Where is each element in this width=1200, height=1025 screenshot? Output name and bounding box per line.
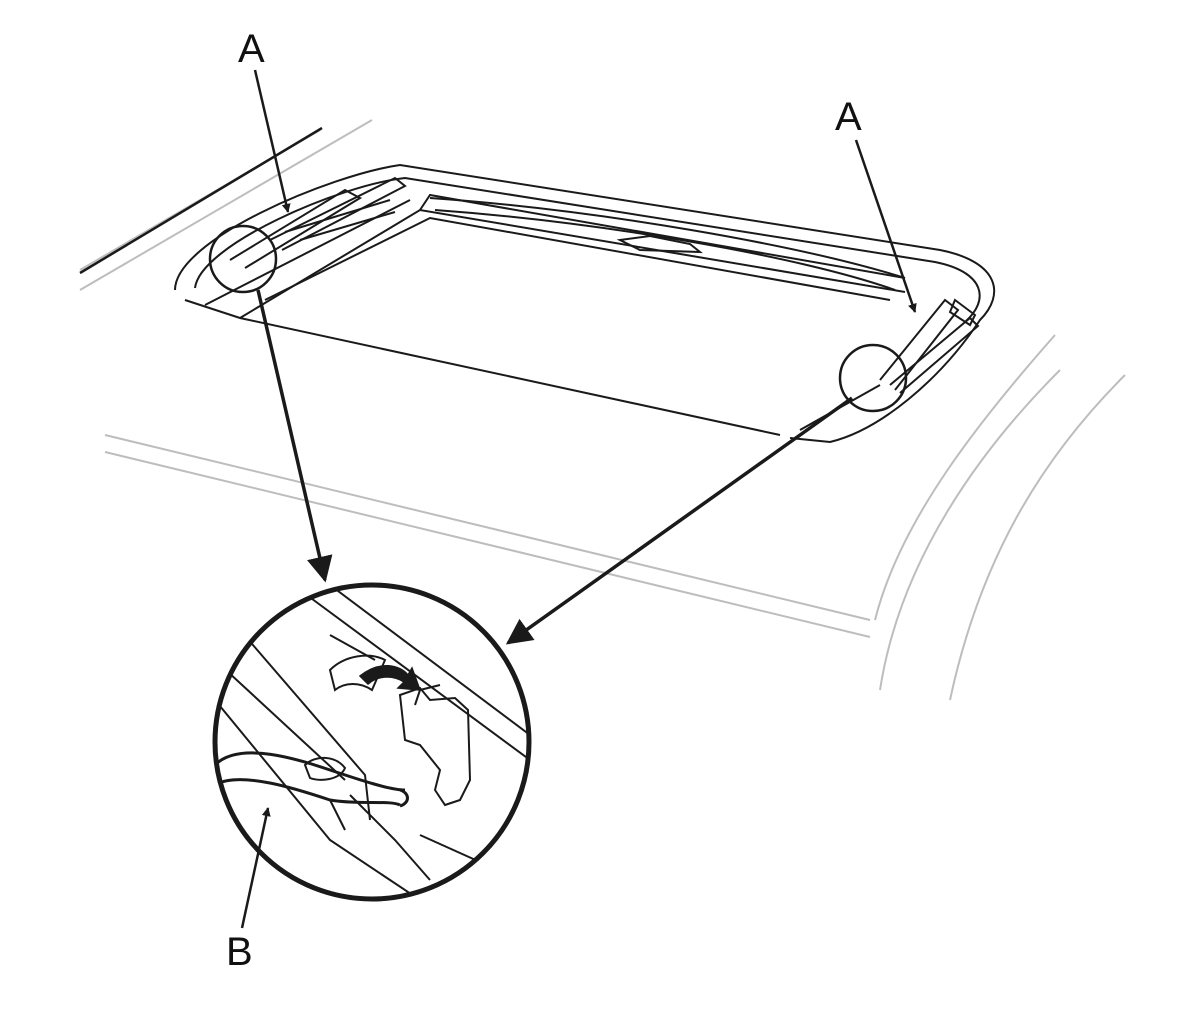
right-drain-tube [799,298,980,431]
roof-edge-dark [79,126,323,275]
label-b-leader [240,807,271,929]
enlarged-detail-circle [212,582,532,902]
sunroof-frame [174,163,996,444]
roof-body-lines [79,119,1126,701]
label-a-right-leader [854,139,917,313]
label-a-left: A [238,27,265,71]
right-detail-circle [838,343,908,413]
label-b: B [226,930,253,974]
left-drain-tube [229,176,407,269]
left-callout-arrow [256,289,333,583]
right-callout-arrow [505,396,854,645]
label-a-right: A [835,95,862,139]
sunroof-glass [264,197,906,301]
left-detail-circle [208,224,278,294]
label-a-left-leader [253,69,291,213]
rotation-arrow [358,665,422,691]
